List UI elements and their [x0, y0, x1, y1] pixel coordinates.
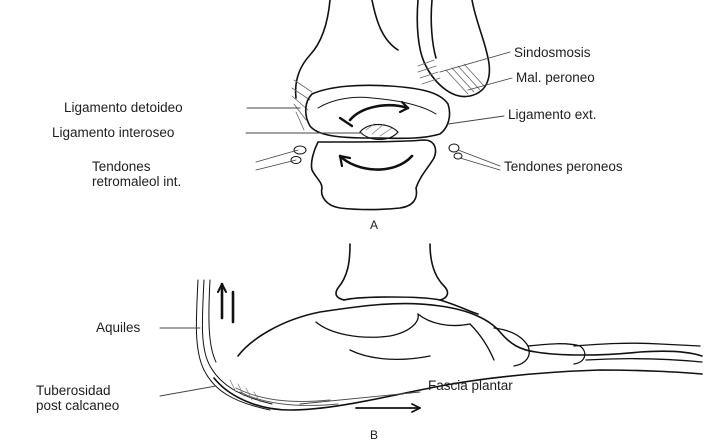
label-tuberosidad: Tuberosidad post calcaneo [36, 383, 119, 413]
label-tendones-peroneos: Tendones peroneos [504, 159, 623, 174]
tibia-bone-medial [372, 0, 398, 50]
label-fascia-plantar: Fascia plantar [428, 378, 513, 393]
syndesmosis-hatch [418, 60, 484, 94]
label-sindesmosis: Sindosmosis [514, 45, 591, 60]
label-tendones-retromaleol: Tendones retromaleol int. [92, 159, 181, 189]
tendons-lateral [449, 144, 462, 159]
panel-a-drawing [246, 0, 512, 210]
tarsal-bones [316, 314, 702, 366]
talus-bone [306, 85, 450, 138]
label-ligamento-interoseo: Ligamento interoseo [52, 125, 174, 140]
panel-b-letter: B [370, 428, 378, 442]
label-mal-peroneo: Mal. peroneo [516, 70, 595, 85]
leader-lines-a [246, 52, 512, 170]
panel-a-letter: A [370, 218, 378, 232]
label-ligamento-deltoideo: Ligamento detoideo [64, 100, 183, 115]
tibia-bone [296, 0, 330, 98]
label-ligamento-externo: Ligamento ext. [508, 107, 597, 122]
label-aquiles: Aquiles [96, 320, 140, 335]
calcaneus-bone [311, 140, 435, 210]
leader-lines-b [160, 328, 420, 404]
fibula-inner-line [431, 0, 436, 58]
fibula-lower [430, 244, 447, 300]
tibia-lower [336, 244, 350, 300]
